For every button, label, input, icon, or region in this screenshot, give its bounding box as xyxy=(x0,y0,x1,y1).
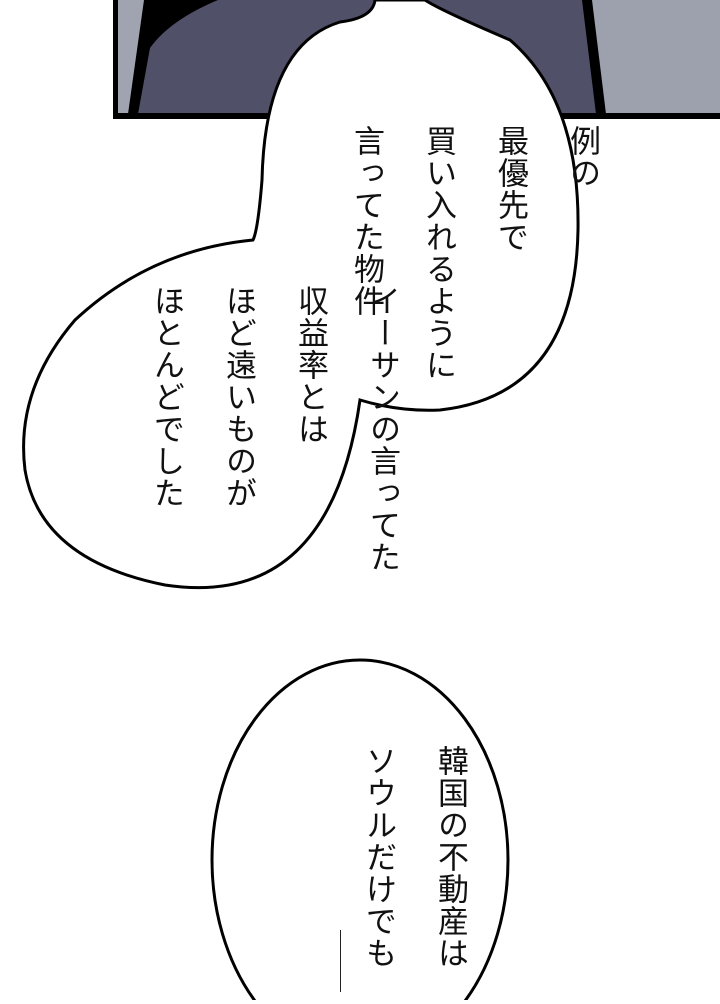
line: イーサンの言ってた xyxy=(364,285,400,574)
line: ほとんどでした xyxy=(148,285,184,510)
line: 例の xyxy=(564,125,600,190)
bubble-upper-text: 例の 最優先で 買い入れるように 言ってた物件 xyxy=(312,82,636,382)
bubble-left-text: イーサンの言ってた 収益率とは ほど遠いものが ほとんどでした xyxy=(112,242,436,573)
speech-bubble-upper xyxy=(22,0,580,590)
line: 収益率とは xyxy=(292,285,328,446)
bubble-bottom-text: 韓国の不動産は ソウルだけでも xyxy=(324,702,504,969)
line: 最優先で xyxy=(492,125,528,254)
line: ほど遠いものが xyxy=(220,285,256,510)
speech-bubble-bottom xyxy=(210,658,510,1004)
long-dash xyxy=(340,930,341,992)
line: 韓国の不動産は xyxy=(432,745,468,970)
line: ソウルだけでも xyxy=(360,745,396,970)
line: 言ってた物件 xyxy=(348,125,384,318)
line: 買い入れるように xyxy=(420,125,456,382)
